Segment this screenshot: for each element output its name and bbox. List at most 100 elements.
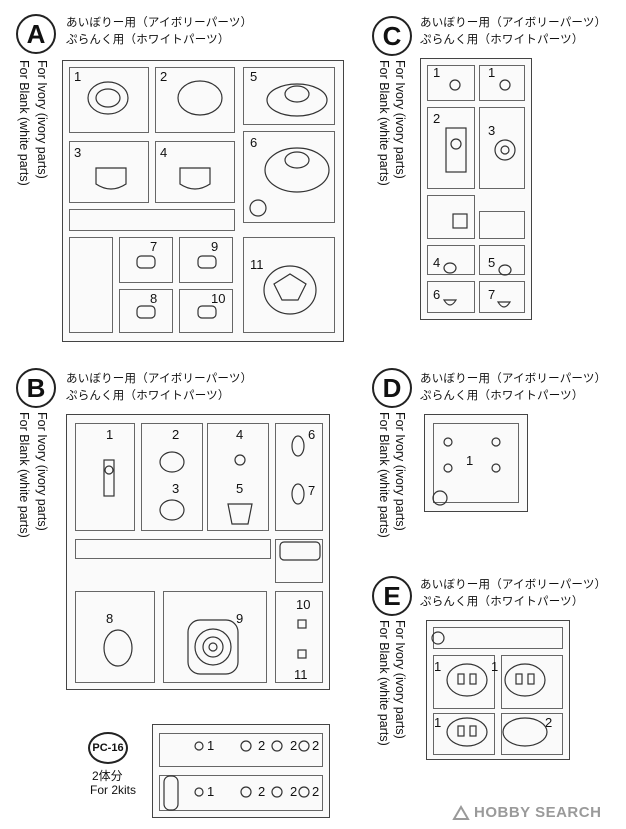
pc-16-badge: PC-16 (88, 732, 128, 764)
sprue-c-cell-1b (479, 65, 525, 101)
sprue-b-part-number: 11 (294, 667, 308, 682)
section-d-label-blank: ぷらんく用（ホワイトパーツ） (420, 388, 584, 402)
section-b-label-ivory: あいぼりー用（アイボリーパーツ） (66, 371, 253, 385)
sprue-b-cell-1 (75, 423, 135, 531)
sprue-e-cell-top (433, 627, 563, 649)
section-d-side-blank: For Blank (white parts) (377, 412, 391, 538)
sprue-c-part-number: 5 (488, 255, 496, 270)
section-a-badge: A (16, 14, 56, 54)
sprue-b-cell-9 (163, 591, 267, 683)
section-e-side-blank: For Blank (white parts) (377, 620, 391, 746)
sprue-b-cell-2-3 (141, 423, 203, 531)
sprue-a-part-number: 6 (250, 135, 258, 150)
sprue-b-part-number: 7 (308, 483, 316, 498)
sprue-a-cell-4 (155, 141, 235, 203)
section-c-label-blank: ぷらんく用（ホワイトパーツ） (420, 32, 584, 46)
sprue-d (424, 414, 528, 512)
section-e-side-ivory: For Ivory (ivory parts) (393, 620, 407, 739)
sprue-e-cell-1a (433, 655, 495, 709)
hobby-search-logo-icon (452, 805, 470, 820)
sprue-a-part-number: 9 (211, 239, 219, 254)
sprue-a-part-number: 3 (74, 145, 82, 160)
sprue-e-cell-2 (501, 713, 563, 755)
sprue-b-part-number: 2 (172, 427, 180, 442)
section-b-side-blank: For Blank (white parts) (17, 412, 31, 538)
sprue-c-cell-mid-b (479, 211, 525, 239)
pc-qty-en: For 2kits (90, 783, 137, 797)
pc-part-number: 2 (312, 738, 320, 753)
sprue-d-part-number: 1 (466, 453, 474, 468)
sprue-pc-row-2 (159, 775, 323, 811)
sprue-a-cell-7 (119, 237, 173, 283)
sprue-e-cell-1b (501, 655, 563, 709)
watermark-text: HOBBY SEARCH (474, 804, 602, 821)
sprue-d-cell-1 (433, 423, 519, 503)
section-b-badge: B (16, 368, 56, 408)
section-e-label-ivory: あいぼりー用（アイボリーパーツ） (420, 577, 607, 591)
sprue-c-cell-6 (427, 281, 475, 313)
sprue-a-cell-3 (69, 141, 149, 203)
sprue-c-part-number: 4 (433, 255, 441, 270)
section-a-label-blank: ぷらんく用（ホワイトパーツ） (66, 32, 230, 46)
sprue-c-cell-3 (479, 107, 525, 189)
sprue-e-cell-1c (433, 713, 495, 755)
sprue-c-cell-2 (427, 107, 475, 189)
sprue-a-cell-1 (69, 67, 149, 133)
sprue-b-part-number: 3 (172, 481, 180, 496)
sprue-a-cell-empty (69, 237, 113, 333)
sprue-b-part-number: 1 (106, 427, 114, 442)
sprue-e-part-number: 1 (491, 659, 499, 674)
section-d-label-ivory: あいぼりー用（アイボリーパーツ） (420, 371, 607, 385)
section-c-label-ivory: あいぼりー用（アイボリーパーツ） (420, 15, 607, 29)
sprue-c-part-number: 2 (433, 111, 441, 126)
sprue-c-cell-mid-a (427, 195, 475, 239)
section-d-side-ivory: For Ivory (ivory parts) (393, 412, 407, 531)
section-e-badge: E (372, 576, 412, 616)
sprue-e-part-number: 1 (434, 715, 442, 730)
sprue-pc (152, 724, 330, 818)
sprue-c-part-number: 6 (433, 287, 441, 302)
sprue-c-part-number: 3 (488, 123, 496, 138)
sprue-c-cell-7 (479, 281, 525, 313)
sprue-b-cell-gate (75, 539, 271, 559)
sprue-a-cell-9 (179, 237, 233, 283)
pc-part-number: 2 (312, 784, 320, 799)
sprue-a-cell-2 (155, 67, 235, 133)
sprue-e-part-number: 2 (545, 715, 553, 730)
sprue-a-part-number: 11 (250, 257, 264, 272)
sprue-e-part-number: 1 (434, 659, 442, 674)
section-b-side-ivory: For Ivory (ivory parts) (35, 412, 49, 531)
section-d-badge: D (372, 368, 412, 408)
sprue-a-part-number: 10 (211, 291, 226, 306)
pc-part-number: 2 (258, 738, 266, 753)
pc-part-number: 1 (207, 738, 215, 753)
sprue-a-cell-6 (243, 131, 335, 223)
sprue-a-part-number: 1 (74, 69, 82, 84)
sprue-c-part-number: 7 (488, 287, 496, 302)
sprue-pc-row-1 (159, 733, 323, 767)
sprue-b-part-number: 9 (236, 611, 244, 626)
section-e-label-blank: ぷらんく用（ホワイトパーツ） (420, 594, 584, 608)
sprue-c-cell-4 (427, 245, 475, 275)
pc-qty-jp: 2体分 (92, 769, 123, 783)
pc-part-number: 1 (207, 784, 215, 799)
sprue-b-cell-8 (75, 591, 155, 683)
sprue-b-part-number: 5 (236, 481, 244, 496)
sprue-a-cell-8 (119, 289, 173, 333)
sprue-a-cell-5 (243, 67, 335, 125)
section-c-side-blank: For Blank (white parts) (377, 60, 391, 186)
section-a-side-ivory: For Ivory (ivory parts) (35, 60, 49, 179)
sprue-b-cell-logo (275, 539, 323, 583)
sprue-b-part-number: 4 (236, 427, 244, 442)
section-c-side-ivory: For Ivory (ivory parts) (393, 60, 407, 179)
sprue-b-part-number: 6 (308, 427, 316, 442)
section-a-label-ivory: あいぼりー用（アイボリーパーツ） (66, 15, 253, 29)
pc-part-number: 2 (290, 784, 298, 799)
sprue-c-part-number: 1 (433, 65, 441, 80)
sprue-a-cell-11 (243, 237, 335, 333)
section-b-label-blank: ぷらんく用（ホワイトパーツ） (66, 388, 230, 402)
